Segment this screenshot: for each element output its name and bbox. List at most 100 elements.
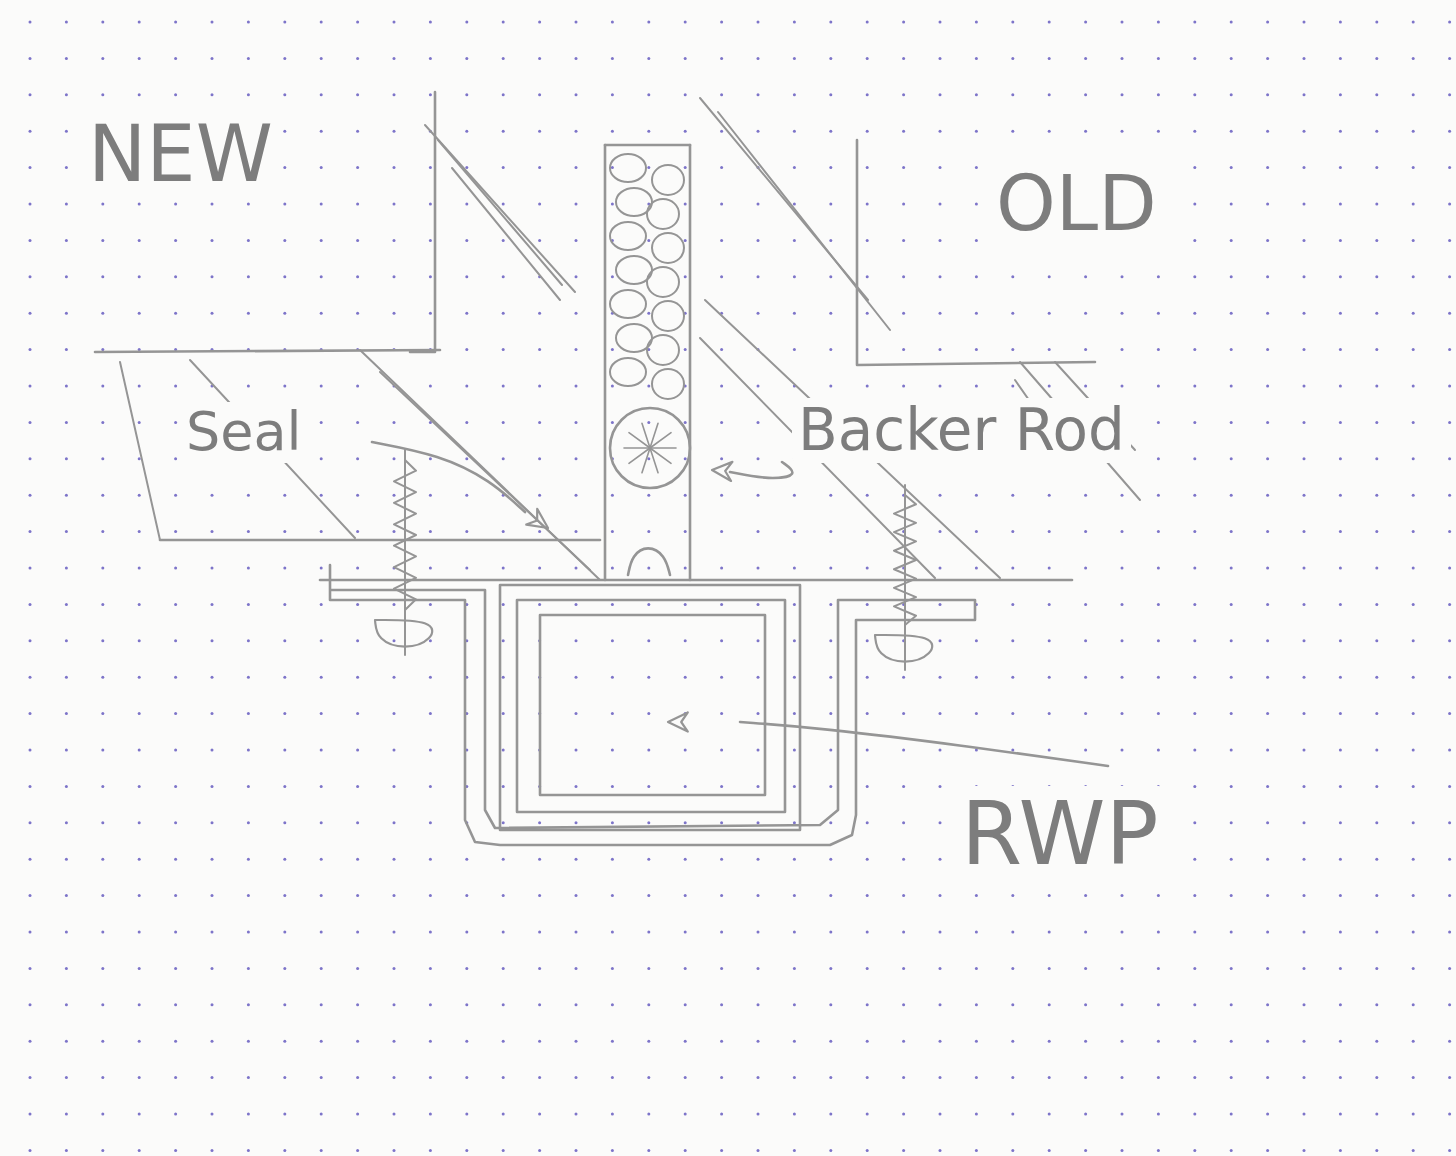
grid-dot bbox=[502, 312, 505, 315]
grid-dot bbox=[393, 275, 396, 278]
grid-dot bbox=[1412, 858, 1415, 861]
grid-dot bbox=[684, 421, 687, 424]
grid-dot bbox=[502, 1003, 505, 1006]
grid-dot bbox=[29, 749, 32, 752]
hatch-line bbox=[425, 125, 575, 292]
grid-dot bbox=[1193, 1040, 1196, 1043]
grid-dot bbox=[647, 1113, 650, 1116]
grid-dot bbox=[138, 312, 141, 315]
grid-dot bbox=[1448, 1113, 1451, 1116]
grid-dot bbox=[1375, 166, 1378, 169]
grid-dot bbox=[1266, 603, 1269, 606]
grid-dot bbox=[356, 567, 359, 570]
grid-dot bbox=[429, 676, 432, 679]
grid-dot bbox=[939, 239, 942, 242]
grid-dot bbox=[283, 931, 286, 934]
grid-dot bbox=[575, 166, 578, 169]
grid-dot bbox=[1339, 312, 1342, 315]
grid-dot bbox=[684, 275, 687, 278]
grid-dot bbox=[502, 749, 505, 752]
grid-dot bbox=[538, 494, 541, 497]
grid-dot bbox=[611, 203, 614, 206]
grid-dot bbox=[866, 712, 869, 715]
grid-dot bbox=[1157, 457, 1160, 460]
grid-dot bbox=[502, 457, 505, 460]
grid-dot bbox=[1339, 203, 1342, 206]
insulation-bubble bbox=[610, 290, 646, 318]
grid-dot bbox=[939, 57, 942, 60]
grid-dot bbox=[1048, 57, 1051, 60]
grid-dot bbox=[647, 1003, 650, 1006]
fixing-screw bbox=[904, 485, 906, 670]
grid-dot bbox=[647, 1040, 650, 1043]
grid-dot bbox=[1375, 203, 1378, 206]
grid-dot bbox=[1121, 967, 1124, 970]
grid-dot bbox=[684, 57, 687, 60]
grid-dot bbox=[1230, 1149, 1233, 1152]
grid-dot bbox=[684, 676, 687, 679]
grid-dot bbox=[939, 21, 942, 24]
grid-dot bbox=[283, 1113, 286, 1116]
grid-dot bbox=[1266, 1113, 1269, 1116]
grid-dot bbox=[1084, 639, 1087, 642]
grid-dot bbox=[101, 275, 104, 278]
grid-dot bbox=[975, 239, 978, 242]
grid-dot bbox=[1048, 1113, 1051, 1116]
grid-dot bbox=[1448, 1076, 1451, 1079]
grid-dot bbox=[866, 749, 869, 752]
grid-dot bbox=[320, 21, 323, 24]
grid-dot bbox=[247, 385, 250, 388]
grid-dot bbox=[1448, 457, 1451, 460]
grid-dot bbox=[356, 712, 359, 715]
grid-dot bbox=[575, 421, 578, 424]
grid-dot bbox=[320, 749, 323, 752]
grid-dot bbox=[902, 57, 905, 60]
grid-dot bbox=[1048, 749, 1051, 752]
grid-dot bbox=[29, 603, 32, 606]
grid-dot bbox=[1375, 421, 1378, 424]
grid-dot bbox=[1011, 130, 1014, 133]
grid-dot bbox=[174, 21, 177, 24]
grid-dot bbox=[393, 858, 396, 861]
grid-dot bbox=[939, 894, 942, 897]
grid-dot bbox=[29, 894, 32, 897]
grid-dot bbox=[283, 676, 286, 679]
grid-dot bbox=[975, 1149, 978, 1152]
grid-dot bbox=[684, 967, 687, 970]
grid-dot bbox=[1084, 57, 1087, 60]
grid-dot bbox=[1375, 567, 1378, 570]
grid-dot bbox=[1157, 312, 1160, 315]
grid-dot bbox=[1121, 749, 1124, 752]
grid-dot bbox=[1193, 603, 1196, 606]
grid-dot bbox=[1193, 130, 1196, 133]
grid-dot bbox=[1121, 57, 1124, 60]
grid-dot bbox=[1266, 457, 1269, 460]
grid-dot bbox=[1193, 312, 1196, 315]
grid-dot bbox=[1375, 1040, 1378, 1043]
grid-dot bbox=[975, 639, 978, 642]
grid-dot bbox=[211, 858, 214, 861]
grid-dot bbox=[1448, 1040, 1451, 1043]
grid-dot bbox=[720, 858, 723, 861]
grid-dot bbox=[320, 894, 323, 897]
grid-dot bbox=[1084, 312, 1087, 315]
grid-dot bbox=[757, 130, 760, 133]
grid-dot bbox=[1339, 1113, 1342, 1116]
grid-dot bbox=[684, 494, 687, 497]
grid-dot bbox=[757, 385, 760, 388]
grid-dot bbox=[575, 1076, 578, 1079]
grid-dot bbox=[793, 676, 796, 679]
insulation-bubble bbox=[610, 222, 646, 250]
grid-dot bbox=[829, 676, 832, 679]
grid-dot bbox=[138, 421, 141, 424]
grid-dot bbox=[101, 1076, 104, 1079]
grid-dot bbox=[138, 385, 141, 388]
grid-dot bbox=[866, 21, 869, 24]
grid-dot bbox=[65, 676, 68, 679]
grid-dot bbox=[684, 1003, 687, 1006]
grid-dot bbox=[465, 1113, 468, 1116]
grid-dot bbox=[1375, 858, 1378, 861]
grid-dot bbox=[429, 858, 432, 861]
grid-dot bbox=[502, 530, 505, 533]
grid-dot bbox=[1121, 130, 1124, 133]
